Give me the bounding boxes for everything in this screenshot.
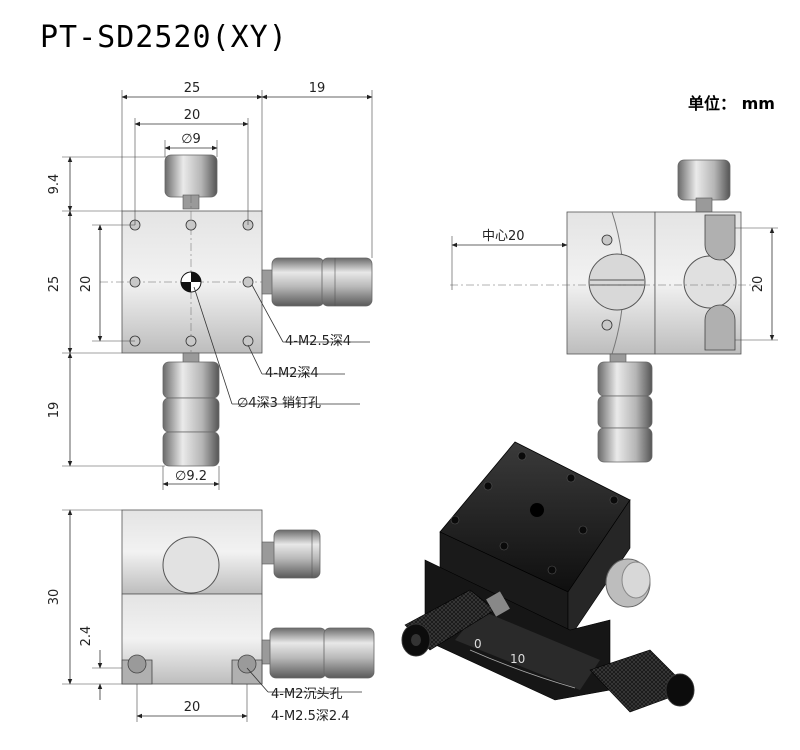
dim-body-height: 25 [47, 276, 62, 293]
callout-m2: 4-M2深4 [265, 366, 319, 381]
dim-side-center: 中心20 [482, 229, 525, 244]
right-knob-1 [271, 257, 325, 307]
dim-knob-height: 9.4 [47, 174, 62, 195]
dim-lower-knob-dia: ∅9.2 [175, 469, 207, 484]
product-photo: 0 10 [401, 441, 695, 713]
bottom-knob-2 [162, 397, 220, 433]
scale-zero: 0 [474, 637, 482, 651]
dim-side-spacing: 20 [751, 276, 766, 293]
dim-inner-width: 20 [184, 108, 201, 123]
callout-m25: 4-M2.5深4 [285, 334, 351, 349]
scale-ten: 10 [510, 652, 525, 666]
callout-counterbore: 4-M2沉头孔 [271, 687, 342, 702]
dim-top-width: 25 [184, 81, 201, 96]
top-knob [164, 154, 218, 198]
dim-base-height: 2.4 [79, 626, 94, 647]
dim-total-height: 30 [47, 589, 62, 606]
dim-side-offset: 19 [309, 81, 326, 96]
right-knob-2 [321, 257, 373, 307]
mounting-holes [129, 219, 254, 347]
dim-knob-dia: ∅9 [181, 132, 201, 147]
bottom-knob-3 [162, 431, 220, 467]
front-view: 30 2.4 20 4-M2沉头孔 4-M2.5深2.4 [47, 509, 375, 724]
unit-label: 单位： mm [688, 94, 775, 113]
page-title: PT-SD2520(XY) [40, 20, 288, 55]
top-view: 25 19 20 ∅9 9.4 25 20 19 ∅9.2 4-M2.5深4 4… [47, 81, 373, 490]
callout-pin: ∅4深3 销钉孔 [237, 396, 321, 411]
side-view: 中心20 20 [450, 159, 778, 463]
callout-m25-bottom: 4-M2.5深2.4 [271, 709, 350, 724]
bottom-knob-1 [162, 361, 220, 399]
dim-bottom-spacing: 20 [184, 700, 201, 715]
dim-hole-spacing: 20 [79, 276, 94, 293]
dim-lower-knob: 19 [47, 402, 62, 419]
